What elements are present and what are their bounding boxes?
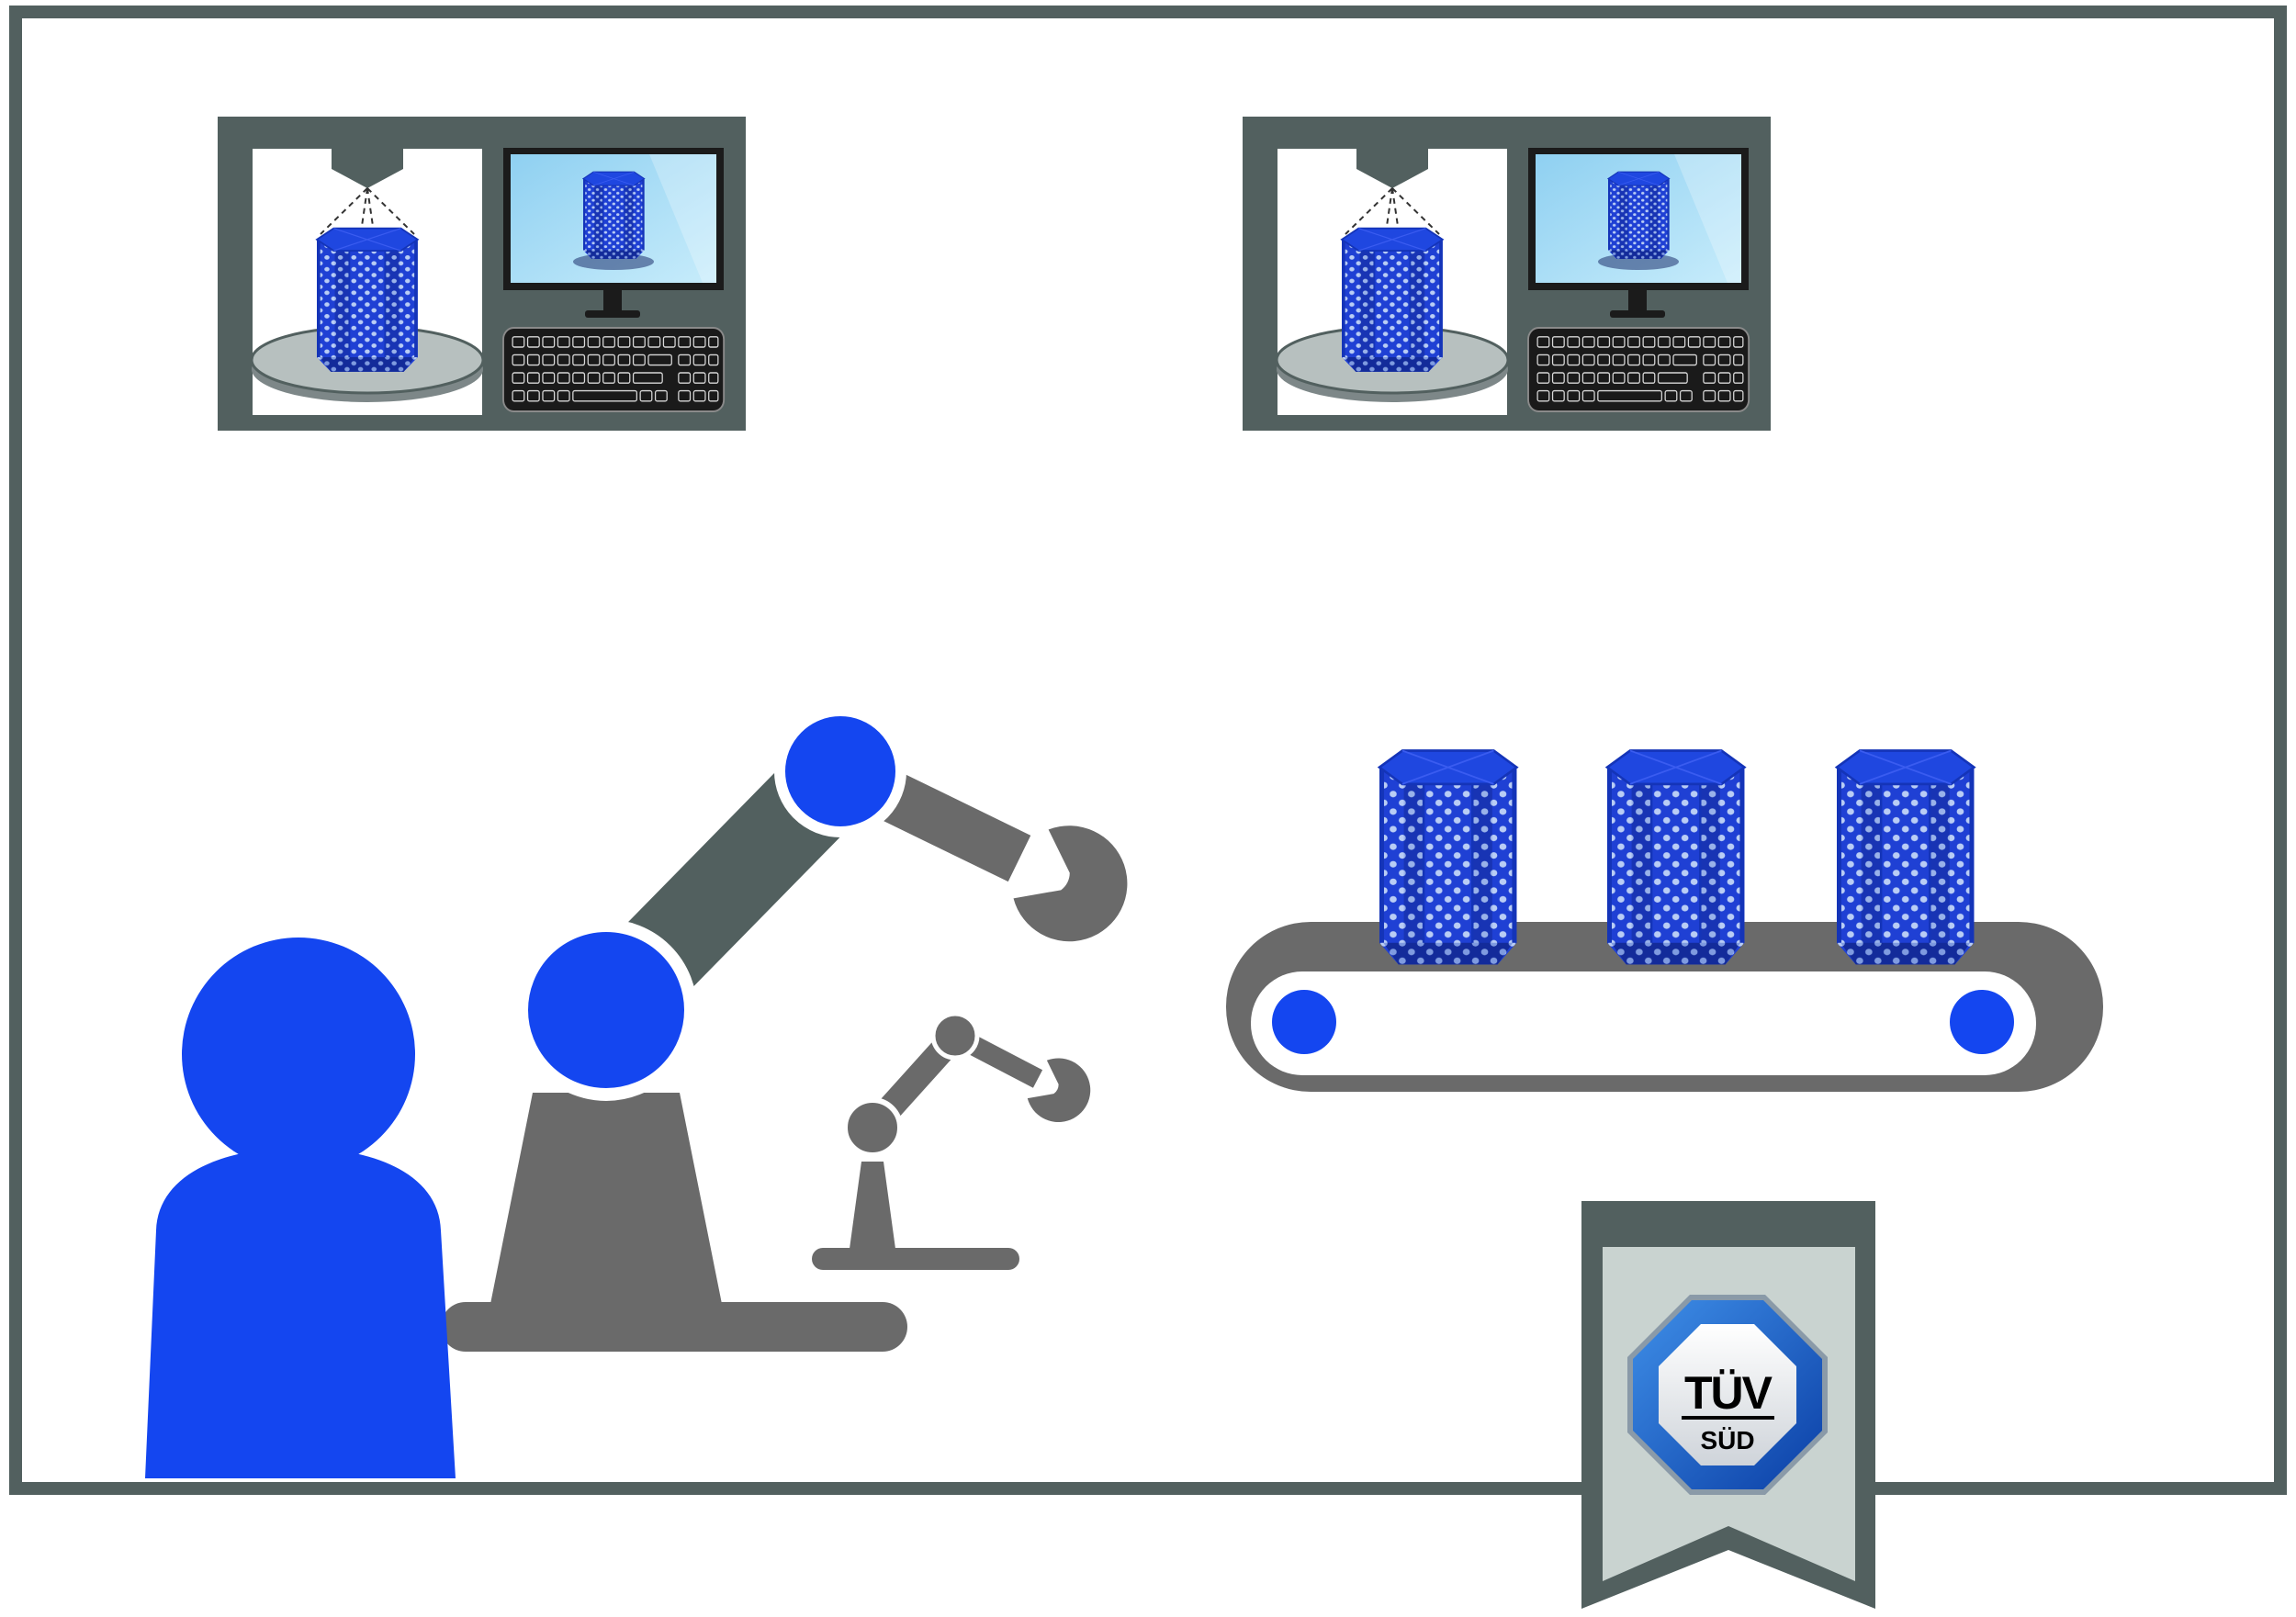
tuv-logo-line2: SÜD [1700, 1426, 1754, 1454]
small-robot-arm-icon [812, 1011, 1102, 1270]
conveyor-item-1 [1378, 749, 1518, 966]
tuv-logo-line1: TÜV [1684, 1367, 1773, 1419]
outer-frame [9, 6, 2287, 1495]
tuv-sud-logo: TÜV SÜD [1627, 1295, 1828, 1495]
conveyor-belt-icon [1226, 749, 2103, 1092]
person-icon [145, 938, 456, 1478]
large-robot-arm-icon [441, 705, 1148, 1352]
conveyor-item-2 [1605, 749, 1746, 966]
printing-station-2 [1243, 117, 1771, 431]
certification-badge-icon: TÜV SÜD [1581, 1201, 1875, 1609]
printing-station-1 [218, 117, 746, 431]
conveyor-item-3 [1835, 749, 1975, 966]
